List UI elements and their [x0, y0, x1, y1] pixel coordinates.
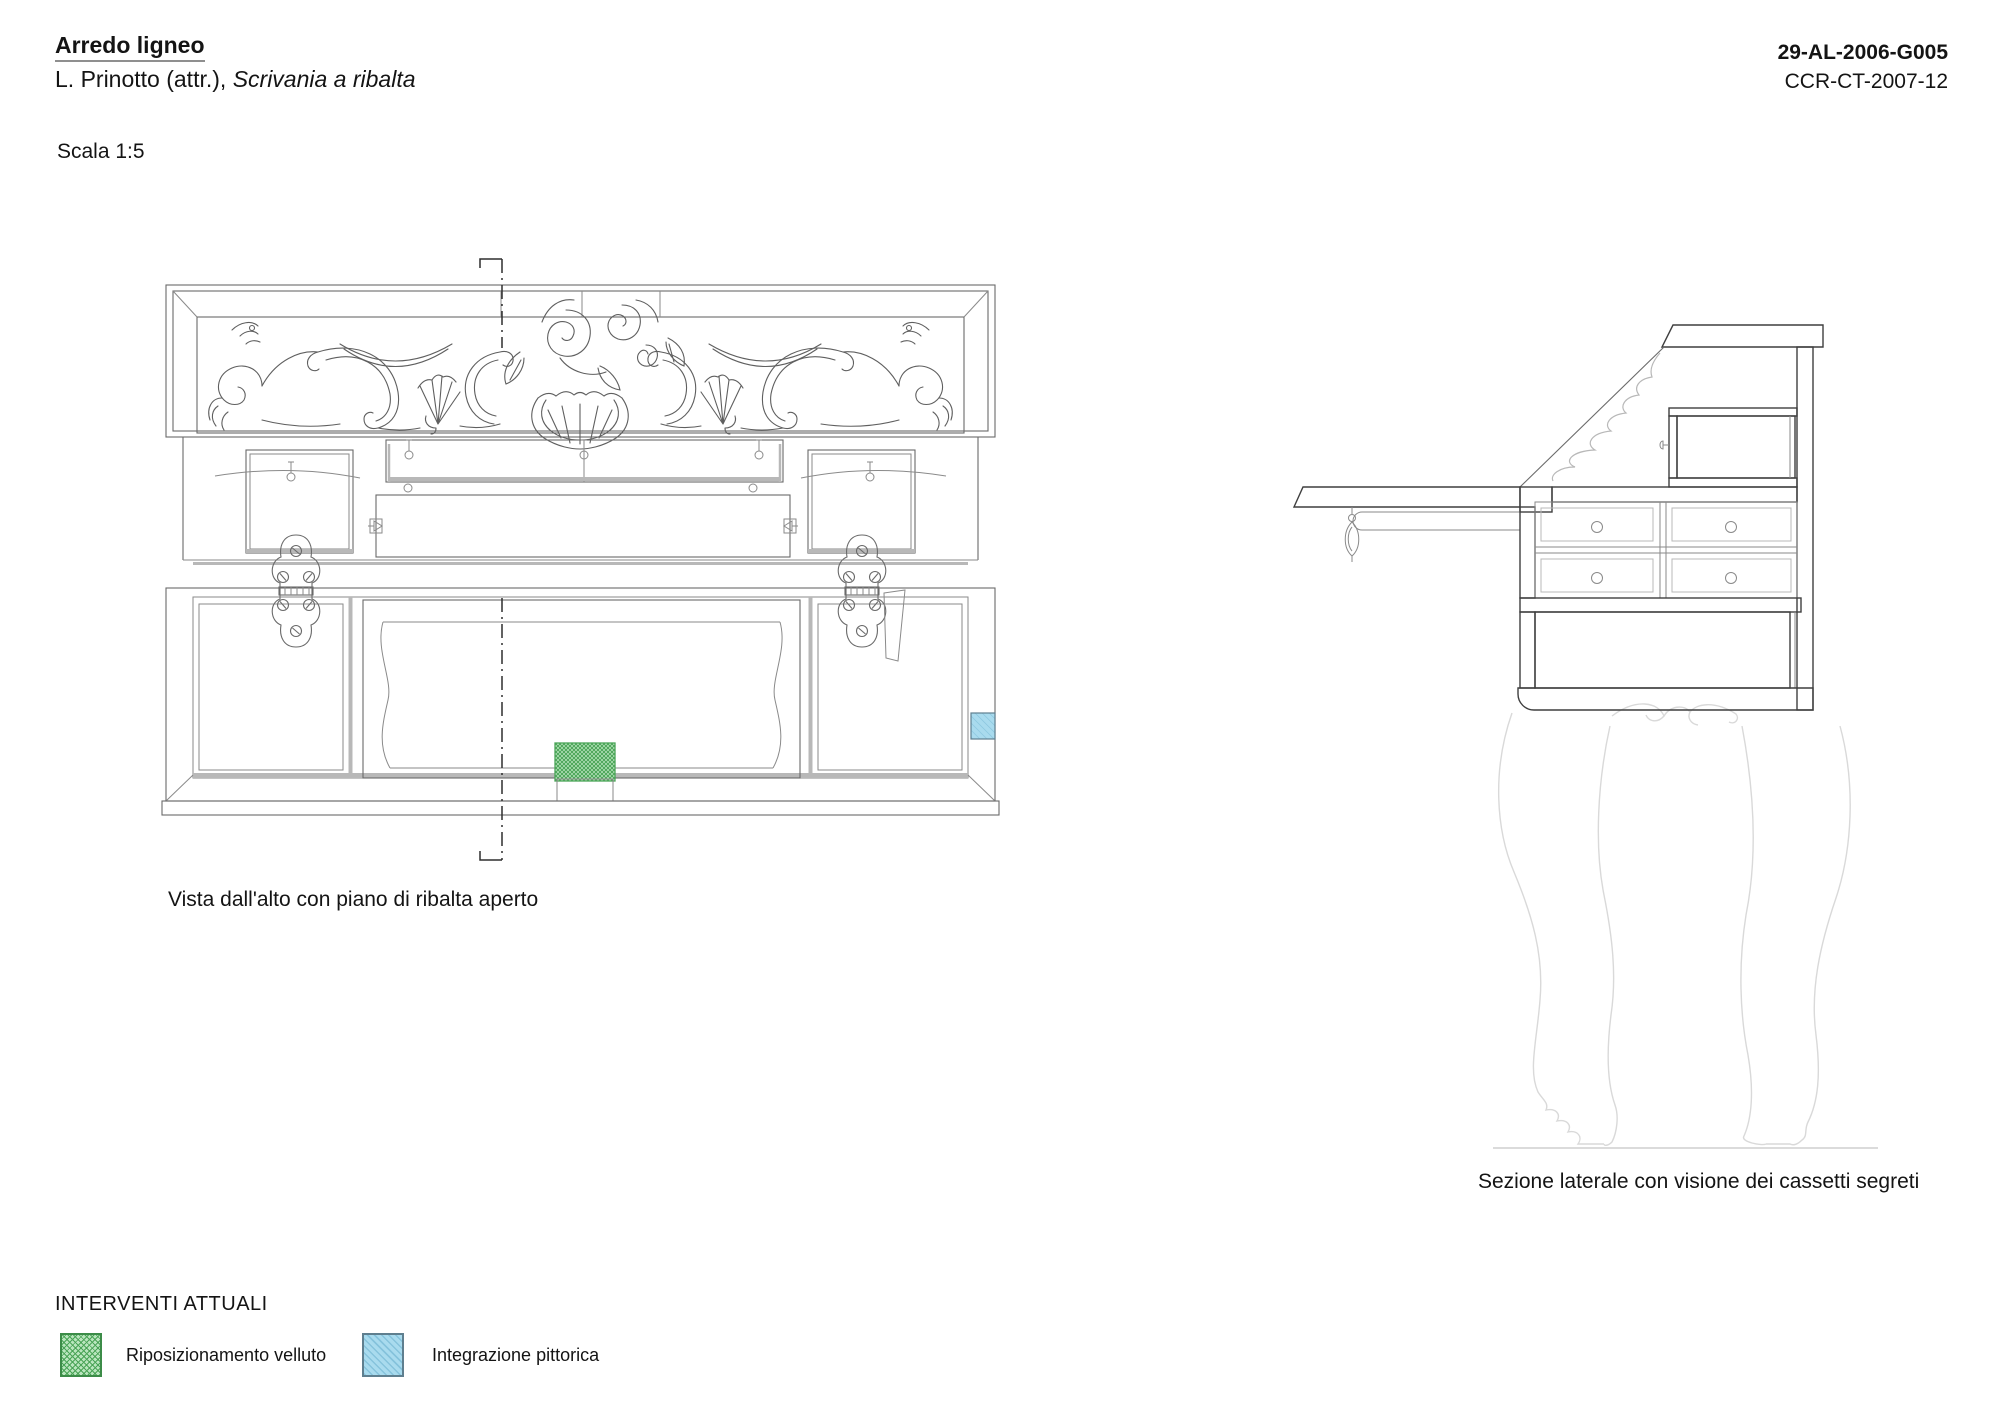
frieze-rose-bouquet	[504, 299, 685, 391]
compartment-knob	[1659, 440, 1669, 450]
writing-surface-section	[1292, 486, 1521, 508]
top-view-drawing	[150, 230, 1020, 930]
top-view-caption: Vista dall'alto con piano di ribalta ape…	[168, 888, 539, 911]
upper-compartment	[385, 439, 784, 483]
screw-right	[748, 483, 758, 493]
side-section-svg	[1292, 324, 1878, 1149]
front-wall-upper	[1519, 506, 1536, 599]
right-wing-panel	[817, 603, 963, 771]
section-cut-line	[479, 258, 503, 861]
legend-item-paint: Integrazione pittorica	[362, 1333, 599, 1377]
author-attribution: L. Prinotto (attr.),	[55, 66, 233, 92]
hinge-rail	[183, 559, 978, 565]
legend-item-velvet: Riposizionamento velluto	[60, 1333, 326, 1377]
frieze-center-cartouche	[531, 391, 629, 450]
legend-label-paint: Integrazione pittorica	[432, 1344, 600, 1365]
side-pin-left	[368, 518, 383, 534]
document-codes: 29-AL-2006-G005 CCR-CT-2007-12	[1778, 38, 1948, 96]
drawer-block	[1534, 501, 1798, 599]
sheet-title: Arredo ligneo	[55, 32, 205, 62]
screw-left	[403, 483, 413, 493]
secret-compartment	[1659, 407, 1798, 488]
right-side-panel	[800, 449, 947, 554]
title-block: Arredo ligneo L. Prinotto (attr.), Scriv…	[55, 32, 416, 93]
pictorial-integration-marker	[970, 712, 996, 740]
sheet-subtitle: L. Prinotto (attr.), Scrivania a ribalta	[55, 66, 416, 93]
panel-notch	[556, 778, 614, 802]
drawer-knob	[1591, 572, 1603, 584]
bottom-compartment	[1517, 611, 1814, 711]
drawer-knob	[1591, 521, 1603, 533]
middle-divider-section	[1519, 597, 1802, 613]
hatched-board	[368, 494, 798, 558]
legend-label-velvet: Riposizionamento velluto	[126, 1344, 327, 1365]
drawer-knob	[1725, 572, 1737, 584]
hinge-strap	[883, 589, 906, 662]
legend-swatch-blue-diagonal	[362, 1333, 404, 1377]
legend-swatch-green-crosshatch	[60, 1333, 102, 1377]
side-pin-right	[783, 518, 798, 534]
legend-heading: INTERVENTI ATTUALI	[55, 1293, 268, 1315]
velvet-repositioning-marker	[554, 742, 616, 782]
key	[1344, 507, 1360, 562]
back-wall-section	[1796, 346, 1814, 711]
drawing-code: 29-AL-2006-G005	[1777, 41, 1948, 64]
left-side-panel	[214, 449, 361, 554]
loper-slide	[1352, 511, 1520, 531]
fall-front-zone	[161, 587, 1000, 816]
side-section-drawing	[1280, 318, 1920, 1198]
drawer-knob	[1725, 521, 1737, 533]
top-view-svg	[161, 258, 1000, 861]
cabriole-legs	[1493, 703, 1878, 1149]
base-strip	[161, 800, 1000, 816]
scale-label: Scala 1:5	[57, 140, 145, 163]
report-code: CCR-CT-2007-12	[1784, 70, 1948, 93]
slant-edge	[1519, 346, 1665, 488]
work-title: Scrivania a ribalta	[232, 66, 416, 92]
left-wing-panel	[198, 603, 344, 771]
cornice-section	[1660, 324, 1824, 348]
carved-inner-profile	[1551, 352, 1661, 482]
carved-frieze	[208, 299, 953, 450]
side-section-caption: Sezione laterale con visione dei cassett…	[1478, 1170, 1920, 1193]
middle-zone	[182, 437, 979, 565]
interior-shelf-section	[1551, 486, 1798, 503]
bottom-board-section	[1517, 687, 1814, 711]
